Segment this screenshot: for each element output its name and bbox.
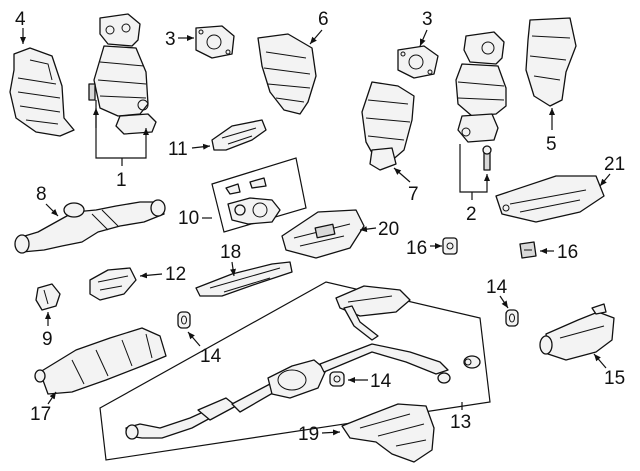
- hanger-part-14-left: [177, 311, 191, 329]
- catalytic-converter-part-2: [455, 31, 507, 171]
- hanger-part-14-right: [505, 309, 519, 327]
- leader-20: [359, 226, 377, 233]
- heat-shield-part-5: [525, 17, 577, 107]
- callout-2: 2: [466, 204, 477, 225]
- leader-12: [139, 272, 163, 279]
- heat-shield-part-4: [9, 47, 75, 137]
- callout-5: 5: [546, 134, 557, 155]
- heat-shield-part-21: [495, 175, 605, 223]
- callout-10: 10: [178, 208, 199, 229]
- callout-8: 8: [36, 184, 47, 205]
- heat-shield-part-18: [195, 261, 293, 297]
- heat-shield-part-12: [89, 267, 137, 301]
- leader-19: [321, 429, 341, 436]
- hanger-part-14-lower: [329, 371, 345, 387]
- exhaust-box-part-13: [99, 281, 491, 461]
- leader-7: [393, 167, 411, 183]
- hanger-part-16-right: [519, 241, 537, 259]
- callout-11: 11: [168, 139, 188, 160]
- heat-shield-part-20: [281, 209, 365, 259]
- flange-assembly-part-10: [225, 177, 281, 225]
- callout-3-right: 3: [422, 9, 433, 30]
- callout-14-right: 14: [486, 277, 508, 298]
- callout-1: 1: [116, 170, 127, 191]
- leader-11: [191, 143, 211, 150]
- leader-8: [45, 203, 59, 217]
- leader-15: [593, 353, 607, 369]
- callout-12: 12: [165, 264, 186, 285]
- callout-19: 19: [298, 424, 319, 445]
- heat-shield-part-19: [341, 403, 435, 463]
- leader-6: [309, 29, 323, 45]
- callout-17: 17: [30, 404, 51, 425]
- front-pipe-part-8: [14, 199, 166, 254]
- muffler-part-15: [539, 303, 615, 361]
- callout-16-right: 16: [557, 242, 578, 263]
- callout-20: 20: [378, 219, 399, 240]
- leader-2-bracket: [459, 144, 490, 193]
- callout-18: 18: [220, 242, 241, 263]
- callout-15: 15: [604, 368, 625, 389]
- exhaust-system-part-13: [125, 285, 481, 440]
- gasket-part-3-right: [397, 45, 439, 79]
- callout-4: 4: [15, 9, 26, 30]
- leader-14-left: [187, 331, 201, 347]
- hanger-part-16-left: [442, 237, 458, 255]
- bracket-part-9: [35, 283, 61, 311]
- leader-17: [47, 391, 57, 405]
- heat-shield-part-17: [34, 327, 167, 395]
- callout-14-lower: 14: [370, 371, 392, 392]
- callout-7: 7: [408, 184, 419, 205]
- callout-6: 6: [318, 9, 329, 30]
- leader-3-right: [419, 29, 428, 47]
- callout-14-left: 14: [200, 346, 222, 367]
- heat-shield-part-7: [361, 81, 415, 171]
- callout-13: 13: [450, 412, 471, 433]
- leader-21: [599, 173, 611, 187]
- leader-18: [230, 261, 236, 277]
- leader-14-right: [499, 295, 509, 309]
- hardware-box-part-10: [211, 157, 307, 233]
- gasket-part-3-left: [195, 25, 235, 59]
- callout-3-left: 3: [165, 29, 176, 50]
- heat-shield-part-11: [211, 119, 267, 151]
- heat-shield-part-6: [257, 33, 317, 115]
- catalytic-converter-part-1: [88, 13, 157, 135]
- callout-16-left: 16: [406, 238, 427, 259]
- callout-21: 21: [604, 154, 625, 175]
- callout-9: 9: [42, 329, 53, 350]
- leader-1-bracket: [95, 100, 149, 159]
